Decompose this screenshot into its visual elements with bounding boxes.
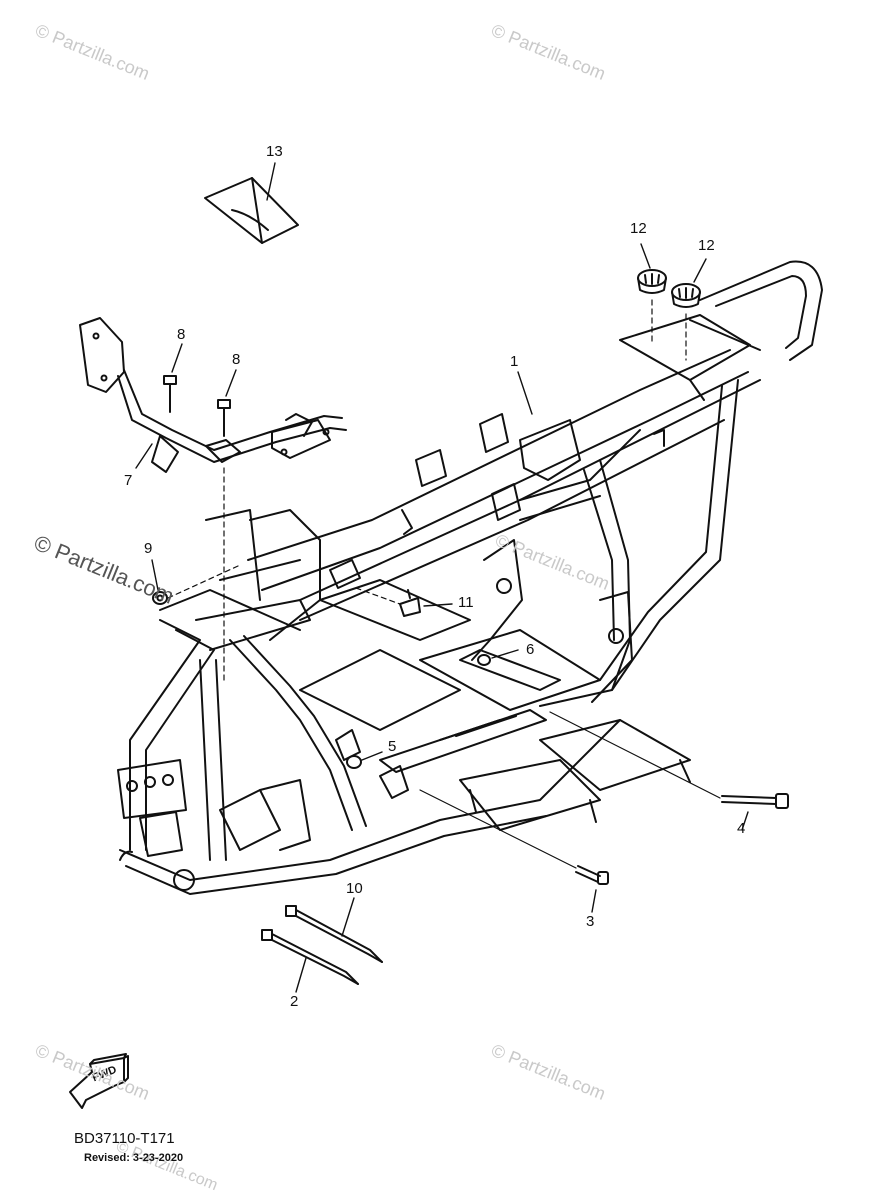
dash-3 xyxy=(419,789,577,869)
leader-13 xyxy=(266,162,276,201)
dash-11 xyxy=(355,587,401,605)
leader-12b xyxy=(693,258,707,283)
callout-12a: 12 xyxy=(630,220,647,237)
leader-9 xyxy=(151,559,159,591)
leader-7 xyxy=(135,443,153,469)
leader-8a xyxy=(171,343,183,373)
leader-3 xyxy=(591,889,597,913)
collar-part-6 xyxy=(477,654,491,666)
callout-8b: 8 xyxy=(232,351,241,368)
leader-4 xyxy=(741,811,749,831)
callout-13: 13 xyxy=(266,143,283,160)
nut-part-9 xyxy=(152,591,168,605)
callout-8a: 8 xyxy=(177,326,186,343)
bolt-part-8b xyxy=(217,399,231,437)
callout-3: 3 xyxy=(586,913,595,930)
revised-date: Revised: 3-23-2020 xyxy=(84,1152,184,1164)
leader-8b xyxy=(225,369,237,397)
leader-5 xyxy=(361,751,383,761)
callout-4: 4 xyxy=(737,820,746,837)
bolt-part-8a xyxy=(163,375,177,413)
leader-6 xyxy=(491,649,519,659)
callout-2: 2 xyxy=(290,993,299,1010)
grommet-part-12a xyxy=(637,269,667,294)
bolt-part-3 xyxy=(575,865,609,885)
bracket-part-7 xyxy=(79,317,347,473)
callout-12b: 12 xyxy=(698,237,715,254)
bolt-part-4 xyxy=(721,793,789,809)
bag-part-13 xyxy=(204,177,299,244)
cable-tie-part-10 xyxy=(285,905,383,963)
callout-5: 5 xyxy=(388,738,397,755)
dash-9 xyxy=(167,565,239,599)
callout-1: 1 xyxy=(510,353,519,370)
leader-12a xyxy=(640,243,651,269)
callout-11: 11 xyxy=(458,594,474,611)
callout-7: 7 xyxy=(124,472,133,489)
callout-10: 10 xyxy=(346,880,363,897)
collar-part-5 xyxy=(346,755,362,769)
leader-11 xyxy=(423,603,453,607)
diagram-code: BD37110-T171 xyxy=(74,1130,175,1147)
callout-6: 6 xyxy=(526,641,535,658)
leader-2 xyxy=(295,957,307,993)
grommet-part-12b xyxy=(671,283,701,308)
clip-part-11 xyxy=(399,589,421,617)
callout-9: 9 xyxy=(144,540,153,557)
dash-4 xyxy=(549,711,721,799)
main-frame-part-1 xyxy=(117,260,823,895)
leader-10 xyxy=(341,897,355,937)
fwd-arrow-icon xyxy=(69,1053,129,1109)
cable-tie-part-2 xyxy=(261,929,359,985)
leader-1 xyxy=(517,371,533,415)
